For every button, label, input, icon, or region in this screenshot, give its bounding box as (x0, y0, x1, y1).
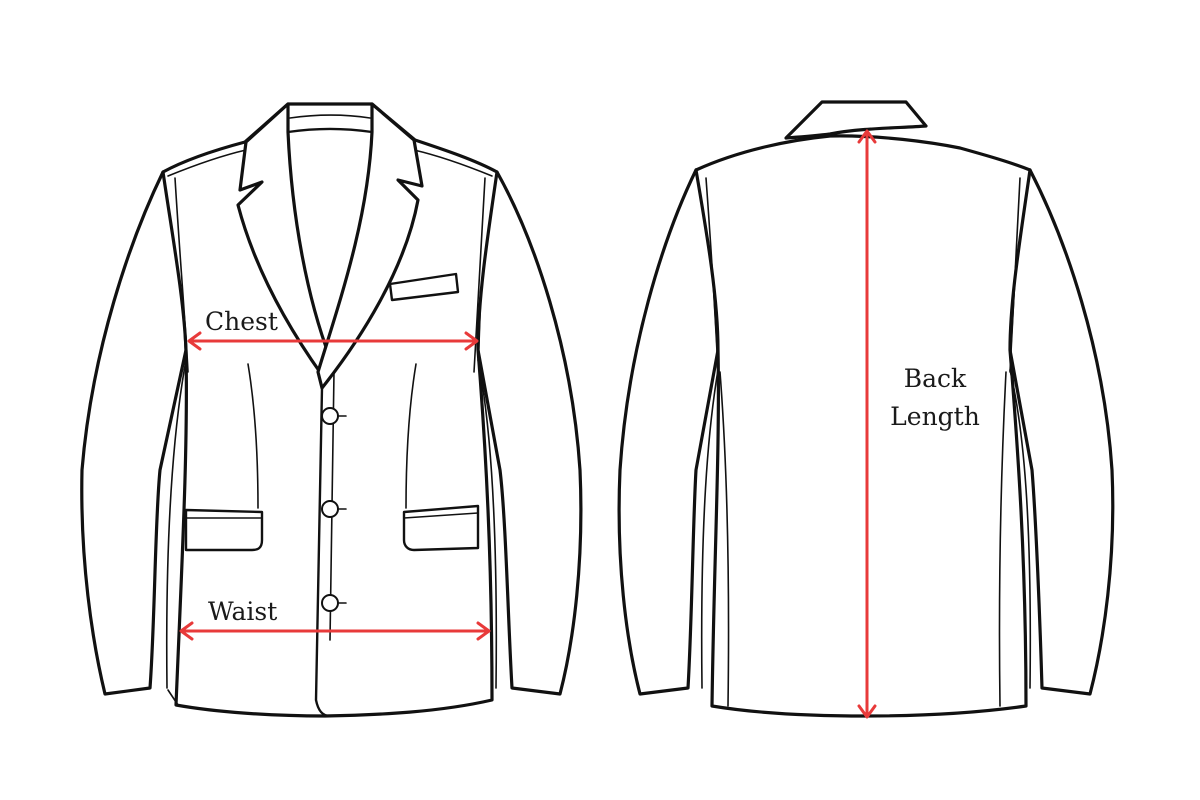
breast-pocket (388, 272, 460, 302)
front-collar-band (286, 102, 374, 134)
waist-label: Waist (208, 597, 277, 626)
back-right-sleeve (1008, 168, 1115, 696)
button (321, 407, 339, 425)
back-body (694, 134, 1032, 718)
front-right-sleeve (476, 170, 583, 696)
right-flap-pocket (402, 504, 480, 552)
back-left-sleeve (617, 168, 720, 696)
front-buttons (321, 407, 347, 612)
button (321, 500, 339, 518)
back-length-measurement: Back Length (857, 129, 980, 719)
back-collar (784, 100, 928, 140)
jacket-front (80, 102, 583, 718)
jacket-back (617, 100, 1115, 718)
back-length-label-line2: Length (890, 402, 980, 431)
left-flap-pocket (184, 508, 264, 552)
back-length-label-line1: Back (904, 364, 967, 393)
button (321, 594, 339, 612)
front-left-sleeve (80, 170, 188, 696)
waist-measurement: Waist (179, 597, 491, 641)
chest-measurement: Chest (187, 307, 479, 351)
chest-label: Chest (205, 307, 278, 336)
